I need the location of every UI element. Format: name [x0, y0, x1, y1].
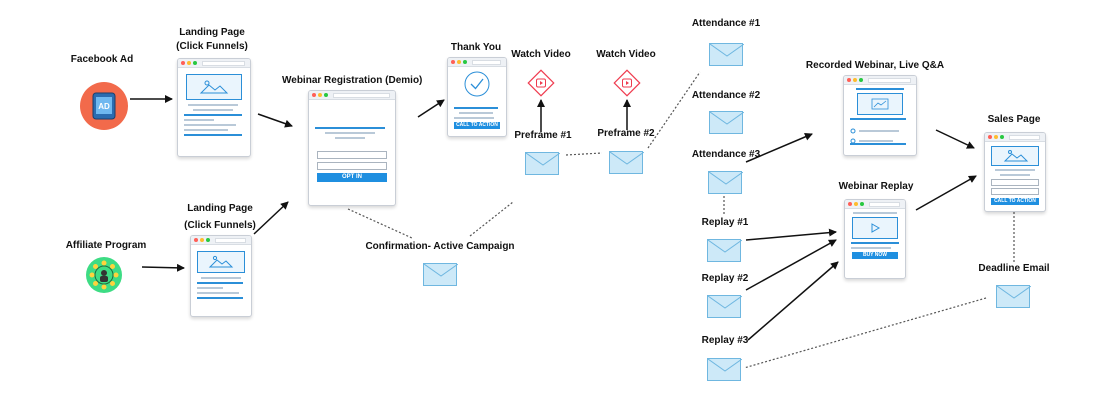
landing-page-top-sublabel: (Click Funnels) — [176, 41, 248, 52]
watch-video-2-label: Watch Video — [596, 49, 656, 60]
replay-2-envelope-icon — [707, 295, 742, 318]
facebook-ad-icon-text: AD — [98, 102, 110, 111]
webinar-replay-label: Webinar Replay — [838, 181, 914, 192]
attendance-1-label: Attendance #1 — [691, 18, 761, 29]
dotted-confirmation-to-preframe — [469, 201, 514, 237]
facebook-ad-label: Facebook Ad — [70, 54, 134, 65]
attendance-2-envelope-icon — [709, 111, 744, 134]
replay-2-label: Replay #2 — [701, 273, 749, 284]
video-player-icon — [852, 217, 898, 239]
arrow-affiliate-to-landing — [141, 263, 185, 272]
preframe-1-envelope-icon — [525, 152, 560, 175]
dotted-preframe2-to-attendance — [647, 71, 701, 149]
confirmation-email-label: Confirmation- Active Campaign — [365, 241, 515, 252]
deadline-email-label: Deadline Email — [978, 263, 1050, 274]
facebook-ad-icon: AD — [80, 82, 128, 130]
landing-page-top-label: Landing Page — [179, 27, 245, 38]
recorded-webinar-label: Recorded Webinar, Live Q&A — [805, 60, 945, 71]
arrow-landing2-to-registration — [253, 201, 289, 235]
video-play-icon — [613, 69, 641, 97]
landing-page-bottom-sublabel: (Click Funnels) — [184, 220, 256, 231]
replay-3-label: Replay #3 — [701, 335, 749, 346]
landing-page-top-mockup — [177, 58, 251, 157]
arrow-replay2-to-replay — [745, 239, 837, 291]
confirmation-envelope-icon — [423, 263, 458, 286]
attendance-3-label: Attendance #3 — [691, 149, 761, 160]
opt-in-button: OPT IN — [317, 173, 387, 182]
landing-page-bottom-label: Landing Page — [187, 203, 253, 214]
preframe-2-label: Preframe #2 — [597, 128, 655, 139]
sales-page-mockup: CALL TO ACTION — [984, 132, 1046, 212]
checkmark-icon — [464, 71, 490, 97]
webinar-registration-label: Webinar Registration (Demio) — [282, 75, 423, 86]
replay-1-label: Replay #1 — [701, 217, 749, 228]
arrow-replay3-to-replay — [747, 261, 839, 341]
thank-you-label: Thank You — [450, 42, 502, 53]
attendance-2-label: Attendance #2 — [691, 90, 761, 101]
arrow-replay-to-sales — [915, 175, 977, 211]
video-play-icon — [527, 69, 555, 97]
replay-1-envelope-icon — [707, 239, 742, 262]
dotted-registration-to-confirmation — [347, 208, 413, 239]
dotted-preframe1-to-preframe2 — [565, 152, 603, 156]
affiliate-program-label: Affiliate Program — [65, 240, 147, 251]
attendance-3-envelope-icon — [708, 171, 743, 194]
arrow-registration-to-thankyou — [417, 99, 445, 118]
arrow-attendance3-to-recorded — [745, 133, 813, 163]
deadline-email-envelope-icon — [996, 285, 1031, 308]
preframe-2-envelope-icon — [609, 151, 644, 174]
landing-page-bottom-mockup — [190, 235, 252, 317]
recorded-webinar-mockup — [843, 75, 917, 156]
dotted-deadline-to-replay3 — [743, 297, 987, 369]
image-placeholder-icon — [186, 74, 242, 100]
webinar-replay-mockup: BUY NOW — [844, 199, 906, 279]
watch-video-1-label: Watch Video — [511, 49, 571, 60]
affiliate-program-icon — [86, 257, 122, 293]
chart-slide-icon — [857, 93, 903, 115]
image-placeholder-icon — [991, 146, 1039, 166]
image-placeholder-icon — [197, 251, 245, 273]
buy-now-button: BUY NOW — [852, 252, 898, 259]
sales-page-label: Sales Page — [987, 114, 1041, 125]
replay-3-envelope-icon — [707, 358, 742, 381]
arrow-replay1-to-replay — [745, 228, 837, 241]
webinar-registration-mockup: OPT IN — [308, 90, 396, 206]
preframe-1-label: Preframe #1 — [514, 130, 572, 141]
thank-you-cta: CALL TO ACTION — [454, 122, 500, 129]
thank-you-mockup: CALL TO ACTION — [447, 57, 507, 137]
arrow-landing-to-registration — [257, 113, 293, 128]
attendance-1-envelope-icon — [709, 43, 744, 66]
sales-page-cta: CALL TO ACTION — [991, 198, 1039, 205]
arrow-recorded-to-sales — [935, 129, 975, 149]
